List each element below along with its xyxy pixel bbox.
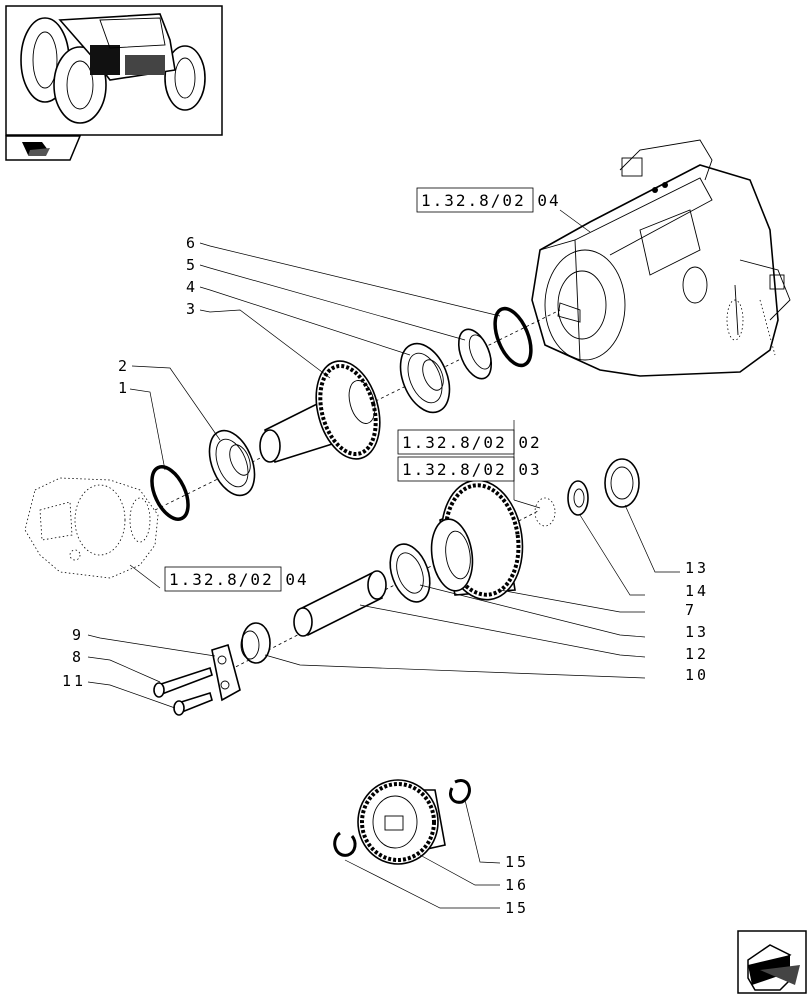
o-ring-part-6[interactable] — [488, 304, 538, 371]
bolt-part-8[interactable] — [153, 666, 213, 698]
bearing-part-13[interactable] — [604, 458, 640, 508]
spacer-part-5[interactable] — [452, 325, 497, 384]
callout-labels: 6 5 4 3 2 1 9 8 11 13 14 7 13 12 10 15 1… — [62, 234, 709, 917]
snap-ring-part-15-right[interactable] — [448, 779, 471, 804]
section-tab[interactable] — [5, 135, 82, 161]
callout-13[interactable]: 13 — [685, 559, 709, 577]
callout-2[interactable]: 2 — [118, 357, 130, 375]
hydraulic-pump — [531, 139, 791, 377]
bolt-part-11[interactable] — [173, 691, 213, 716]
reference-box[interactable]: 1.32.8/02 03 — [397, 456, 542, 482]
book-icon — [22, 142, 50, 156]
callout-14[interactable]: 14 — [685, 582, 709, 600]
tractor-thumbnail[interactable] — [5, 5, 223, 136]
plug-part-9[interactable] — [240, 622, 271, 664]
gear-shaft-part-3[interactable] — [259, 354, 390, 466]
leader-lines — [87, 242, 680, 909]
tractor-icon — [20, 13, 206, 124]
next-page-button[interactable] — [737, 930, 807, 994]
callout-3[interactable]: 3 — [186, 300, 198, 318]
reference-box[interactable]: 1.32.8/02 04 — [416, 187, 561, 213]
o-ring-part-1[interactable] — [145, 461, 196, 524]
callout-12[interactable]: 12 — [685, 645, 709, 663]
reference-box[interactable]: 1.32.8/02 02 — [397, 429, 542, 455]
washer-dotted — [534, 497, 556, 527]
callout-7[interactable]: 7 — [685, 601, 697, 619]
retaining-plate[interactable] — [211, 643, 241, 702]
callout-10[interactable]: 10 — [685, 666, 709, 684]
snap-ring-part-15-left[interactable] — [333, 831, 357, 857]
callout-15[interactable]: 15 — [505, 899, 529, 917]
reference-label: 1.32.8/02 03 — [402, 460, 542, 479]
callout-5[interactable]: 5 — [186, 256, 198, 274]
callout-15[interactable]: 15 — [505, 853, 529, 871]
gear-part-7[interactable] — [427, 475, 530, 605]
callout-13[interactable]: 13 — [685, 623, 709, 641]
idler-gear-part-16[interactable] — [357, 779, 446, 865]
spacer-part-14[interactable] — [567, 480, 589, 516]
callout-9[interactable]: 9 — [72, 626, 84, 644]
auxiliary-pump — [24, 477, 159, 579]
reference-label: 1.32.8/02 04 — [169, 570, 309, 589]
bearing-part-4[interactable] — [391, 336, 459, 419]
reference-label: 1.32.8/02 02 — [402, 433, 542, 452]
reference-box[interactable]: 1.32.8/02 04 — [164, 566, 309, 592]
shaft-part-10[interactable] — [293, 570, 387, 637]
arrow-next-icon — [747, 944, 800, 991]
bearing-part-2[interactable] — [201, 424, 264, 502]
callout-16[interactable]: 16 — [505, 876, 529, 894]
callout-6[interactable]: 6 — [186, 234, 198, 252]
callout-8[interactable]: 8 — [72, 648, 84, 666]
reference-label: 1.32.8/02 04 — [421, 191, 561, 210]
bearing-part-12[interactable] — [383, 539, 437, 608]
callout-4[interactable]: 4 — [186, 278, 198, 296]
callout-11[interactable]: 11 — [62, 672, 86, 690]
callout-1[interactable]: 1 — [118, 379, 130, 397]
